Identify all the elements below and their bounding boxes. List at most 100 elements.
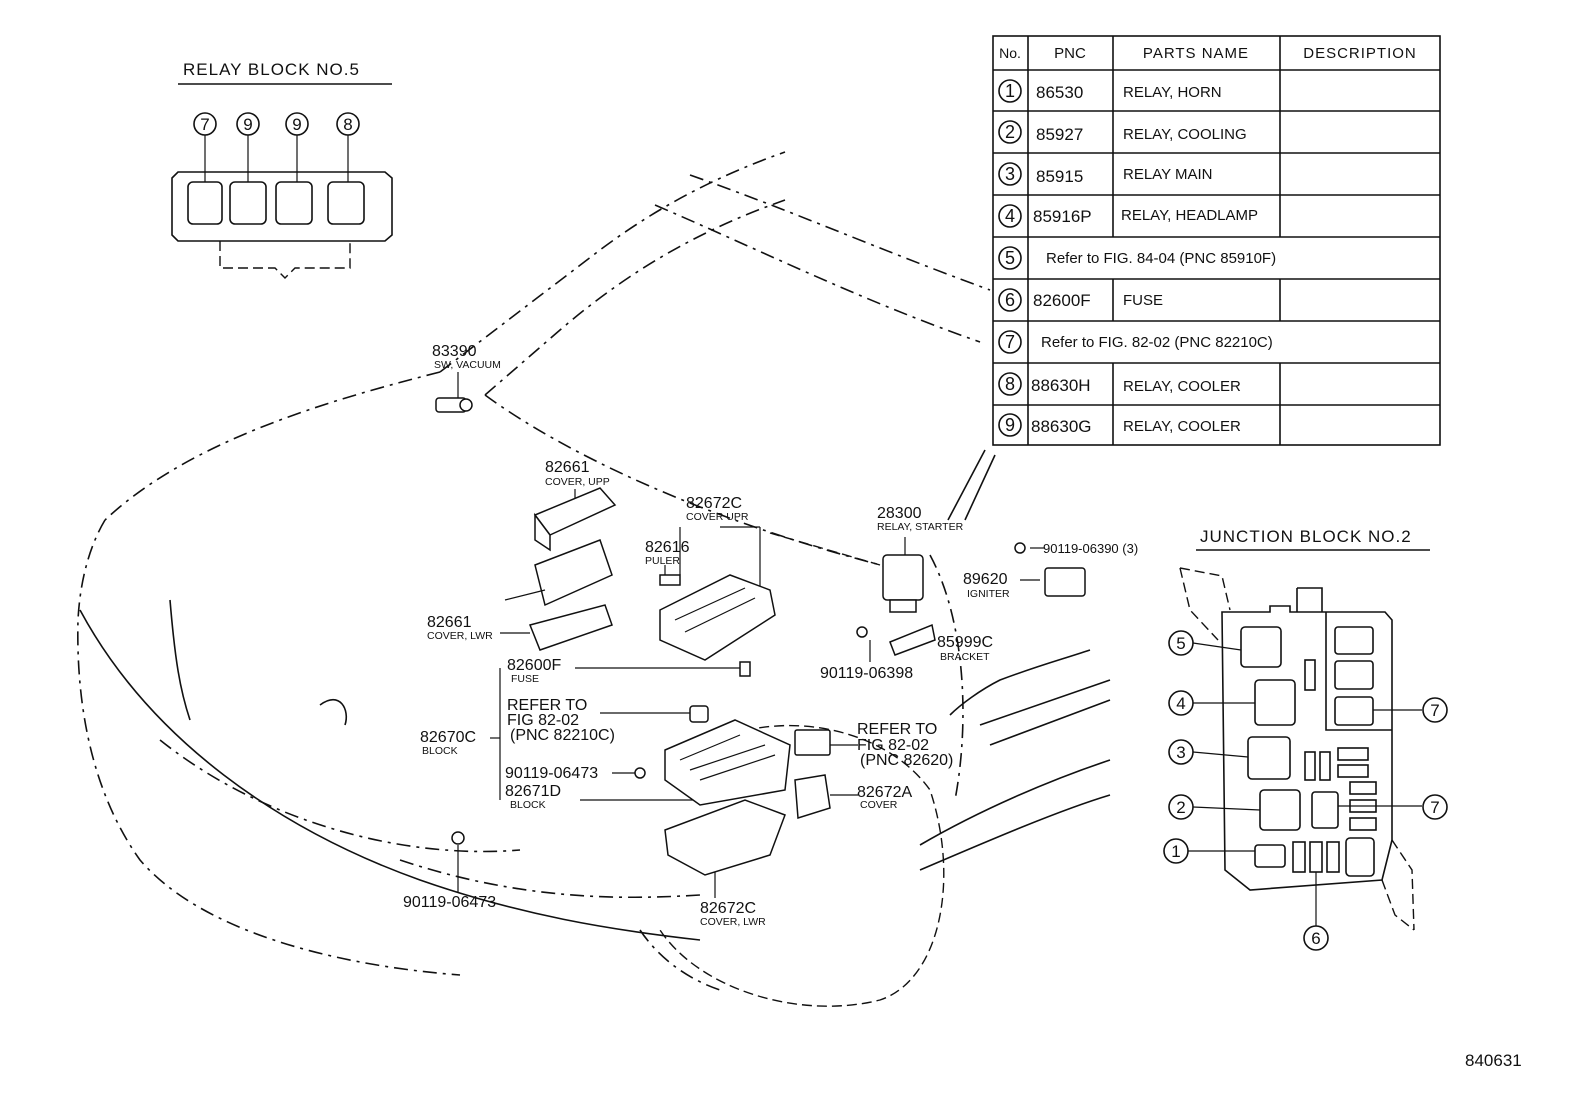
cover-upr-drawing <box>659 574 776 661</box>
cover-lwr-big-name: COVER, LWR <box>700 916 766 928</box>
cover-a-pnc: 82672A <box>857 784 912 801</box>
cover-lwr-small-pnc: 82661 <box>427 614 472 631</box>
bracket-drawing <box>889 623 936 656</box>
leader-lines <box>457 372 1045 898</box>
igniter-name: IGNITER <box>967 588 1010 600</box>
relay-slot-1-number: 7 <box>200 115 209 134</box>
cover-lwr-big-pnc: 82672C <box>700 900 756 917</box>
row-6-no: 6 <box>1005 290 1015 310</box>
relay-slot-3-number: 9 <box>292 115 301 134</box>
relay-starter-drawing <box>882 554 924 613</box>
igniter-drawing <box>1044 567 1086 597</box>
relay-slot-4-number: 8 <box>343 115 352 134</box>
table-header-pnc: PNC <box>1054 45 1086 62</box>
screw-4-pnc: 90119-06390 (3) <box>1043 541 1138 556</box>
cover-lwr-small-drawing <box>528 604 613 651</box>
refer-2-line2: FIG 82-02 <box>857 737 929 754</box>
refer-2-line1: REFER TO <box>857 721 937 738</box>
vacuum-switch-drawing <box>435 397 473 413</box>
cover-upr-name: COVER UPR <box>686 511 749 523</box>
jb-callout-3: 3 <box>1176 743 1185 762</box>
row-2-name: RELAY, COOLING <box>1123 126 1247 143</box>
jb-callout-7a: 7 <box>1430 701 1439 720</box>
row-8-no: 8 <box>1005 374 1015 394</box>
jb-callout-2: 2 <box>1176 798 1185 817</box>
row-6-pnc: 82600F <box>1033 291 1091 310</box>
parts-table <box>992 35 1441 446</box>
screw-3-pnc: 90119-06398 <box>820 665 913 682</box>
screw-2-drawing <box>451 831 465 845</box>
screw-1-pnc: 90119-06473 <box>505 765 598 782</box>
row-9-name: RELAY, COOLER <box>1123 418 1241 435</box>
relay-starter-pnc: 28300 <box>877 505 922 522</box>
part-labels: 83390 SW, VACUUM 82661 COVER, UPP 82661 … <box>403 343 1138 928</box>
row-2-pnc: 85927 <box>1036 125 1083 144</box>
cover-upp-drawing <box>533 487 617 552</box>
igniter-pnc: 89620 <box>963 571 1008 588</box>
cover-lwr-big-drawing <box>664 799 786 876</box>
row-5-refer: Refer to FIG. 84-04 (PNC 85910F) <box>1046 250 1276 267</box>
fuse-name: FUSE <box>511 673 539 685</box>
block-d-pnc: 82671D <box>505 783 561 800</box>
parts-table-text: No. PNC PARTS NAME DESCRIPTION 1 2 3 4 5… <box>998 45 1417 437</box>
table-header-description: DESCRIPTION <box>1303 45 1417 62</box>
refer-1-line1: REFER TO <box>507 697 587 714</box>
row-8-pnc: 88630H <box>1031 376 1091 395</box>
cover-a-drawing <box>794 774 831 819</box>
jb-callout-7b: 7 <box>1430 798 1439 817</box>
refer-1-line2: FIG 82-02 <box>507 712 579 729</box>
block-name: BLOCK <box>422 745 458 757</box>
cover-upp-pnc: 82661 <box>545 459 590 476</box>
row-7-no: 7 <box>1005 332 1015 352</box>
screw-3-drawing <box>856 626 868 638</box>
row-3-pnc: 85915 <box>1036 167 1083 186</box>
junction-block-title: JUNCTION BLOCK NO.2 <box>1200 527 1412 546</box>
table-row-numbers: 1 2 3 4 5 6 7 8 9 <box>998 79 1022 437</box>
row-2-no: 2 <box>1005 122 1015 142</box>
puller-name: PULER <box>645 555 680 567</box>
relay-block-no5: RELAY BLOCK NO.5 7 9 9 8 <box>171 60 393 279</box>
connector-drawing <box>794 729 831 756</box>
cover-upp-name: COVER, UPP <box>545 476 610 488</box>
cover-a-name: COVER <box>860 799 898 811</box>
puller-drawing <box>659 574 681 586</box>
cover-lwr-small-name: COVER, LWR <box>427 630 493 642</box>
cover-upr-pnc: 82672C <box>686 495 742 512</box>
row-1-pnc: 86530 <box>1036 83 1083 102</box>
puller-pnc: 82616 <box>645 539 690 556</box>
row-1-no: 1 <box>1005 81 1015 101</box>
junction-block-no2: JUNCTION BLOCK NO.2 <box>1163 527 1448 951</box>
refer-2-line3: (PNC 82620) <box>860 752 953 769</box>
jb-callout-6: 6 <box>1311 929 1320 948</box>
figure-number: 840631 <box>1465 1051 1522 1070</box>
table-header-parts-name: PARTS NAME <box>1143 45 1249 62</box>
relay-slot-2-number: 9 <box>243 115 252 134</box>
block-d-name: BLOCK <box>510 799 546 811</box>
jb-callout-5: 5 <box>1176 634 1185 653</box>
screw-2-pnc: 90119-06473 <box>403 894 496 911</box>
jb-callout-1: 1 <box>1171 842 1180 861</box>
fuse-pnc: 82600F <box>507 657 561 674</box>
screw-4-drawing <box>1014 542 1026 554</box>
row-4-name: RELAY, HEADLAMP <box>1121 207 1258 224</box>
row-4-no: 4 <box>1005 206 1015 226</box>
sw-vacuum-name: SW, VACUUM <box>434 359 501 371</box>
car-body-outline <box>77 151 1111 1007</box>
relay-block-title: RELAY BLOCK NO.5 <box>183 60 360 79</box>
screw-1-drawing <box>634 767 646 779</box>
refer-1-line3: (PNC 82210C) <box>510 727 615 744</box>
row-9-no: 9 <box>1005 415 1015 435</box>
row-3-name: RELAY MAIN <box>1123 166 1212 183</box>
table-header-no: No. <box>999 45 1021 61</box>
row-9-pnc: 88630G <box>1031 417 1092 436</box>
row-4-pnc: 85916P <box>1033 207 1092 226</box>
sw-vacuum-pnc: 83390 <box>432 343 477 360</box>
relay-block-housing-drawing <box>504 539 613 607</box>
relay-drawing <box>689 705 709 723</box>
row-6-name: FUSE <box>1123 292 1163 309</box>
block-pnc: 82670C <box>420 729 476 746</box>
junction-block-drawing <box>664 719 791 806</box>
relay-slot-callouts: 7 9 9 8 <box>193 112 360 182</box>
row-8-name: RELAY, COOLER <box>1123 378 1241 395</box>
